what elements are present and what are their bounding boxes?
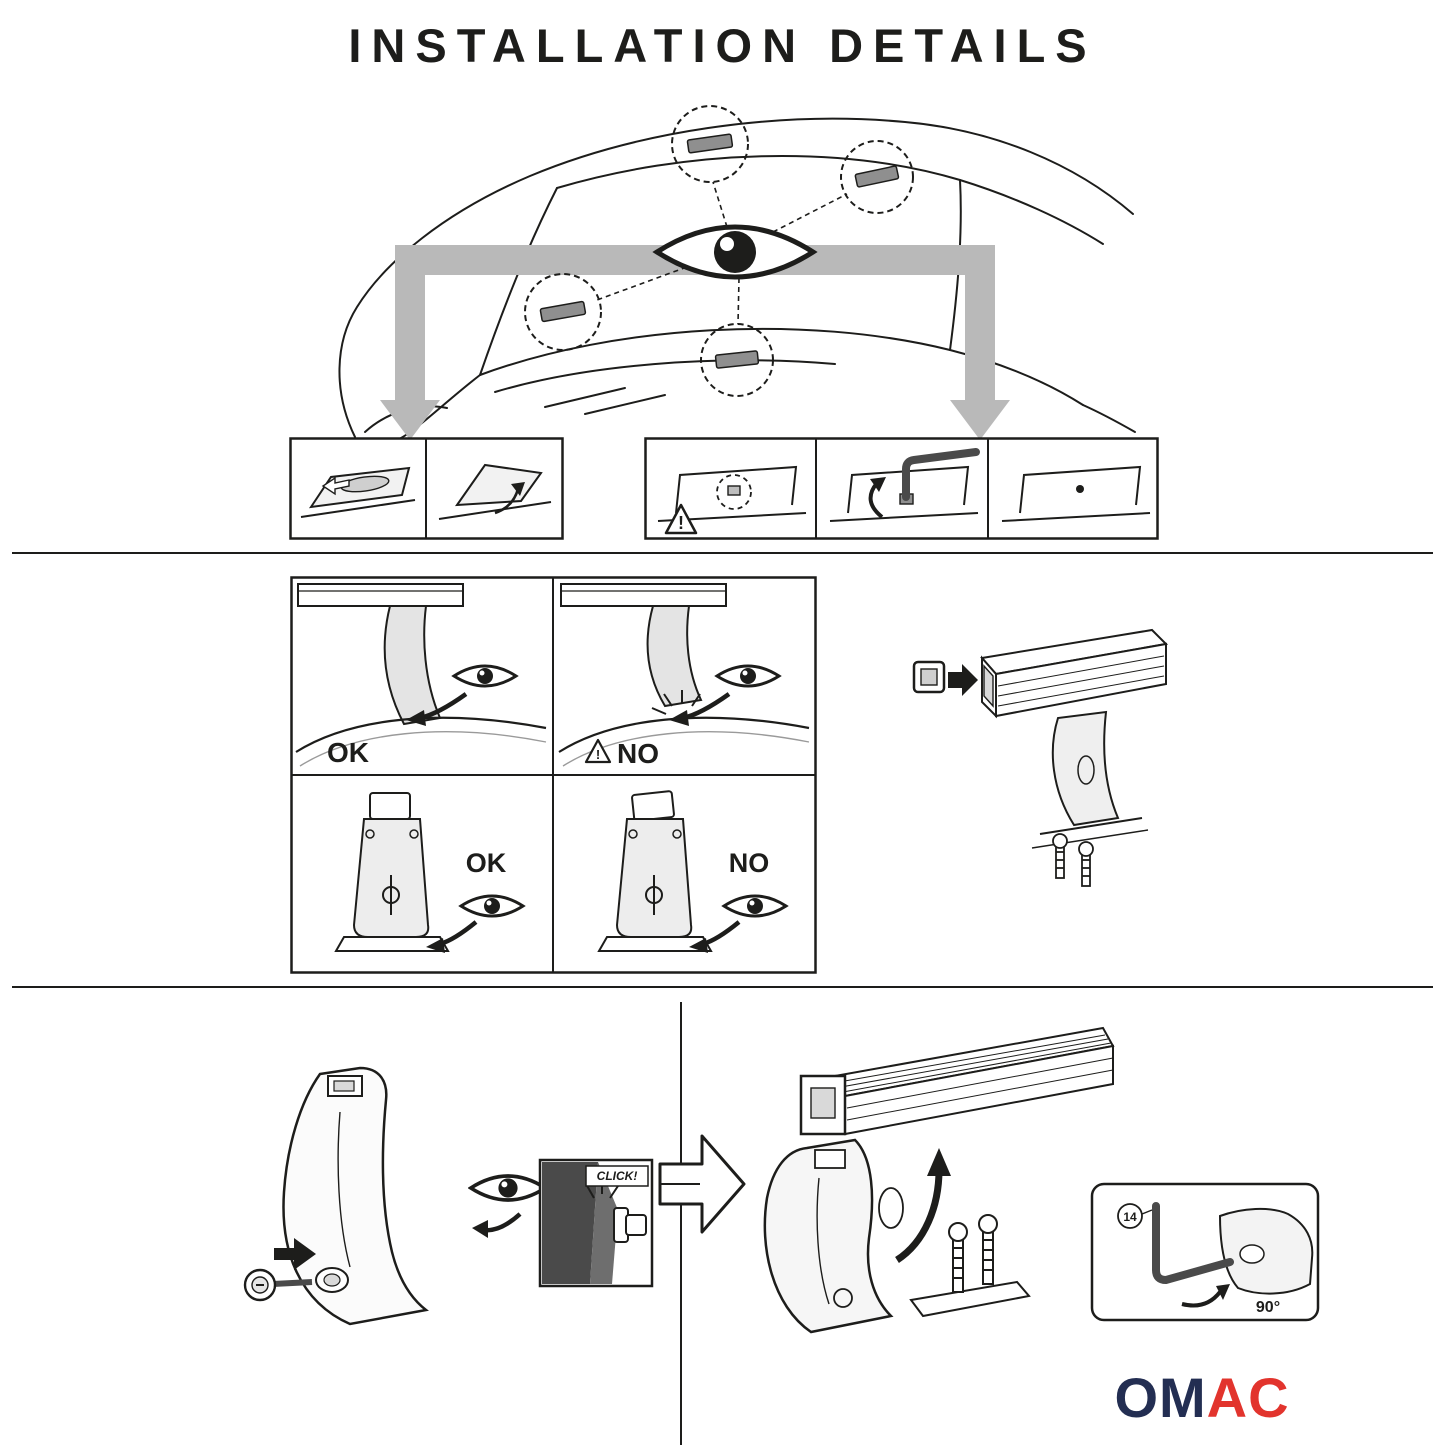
assembled-foot-illustration — [763, 1026, 1115, 1334]
lock-click-detail: CLICK! — [468, 1158, 654, 1288]
brand-logo-right: AC — [1206, 1366, 1290, 1429]
section-divider-1 — [12, 552, 1433, 554]
hex-key-icon — [1152, 1202, 1234, 1285]
angle-label: 90° — [1256, 1299, 1280, 1316]
car-roof-illustration — [338, 105, 1136, 441]
cover-closed-panel — [300, 466, 416, 518]
warning-mark: ! — [678, 513, 684, 533]
mount-bolts — [909, 1214, 1031, 1318]
eye-icon — [721, 894, 789, 918]
fit-no-label: NO — [617, 738, 659, 769]
eye-icon — [451, 664, 519, 688]
hex-key-icon — [902, 448, 980, 501]
torque-detail-box: 14 90° — [1090, 1182, 1320, 1322]
fit-ok-label: OK — [466, 848, 507, 878]
fixpoint-screw-detail-box: ! — [644, 437, 1159, 540]
eye-icon — [714, 664, 782, 688]
foot-body — [282, 1066, 429, 1326]
eye-icon — [652, 224, 818, 280]
insert-arrow — [274, 1238, 316, 1270]
fit-check-grid: OK ! — [290, 576, 817, 974]
warning-icon: ! — [664, 503, 698, 535]
fixpoint-pads — [539, 133, 900, 369]
lock-bolt — [613, 1207, 647, 1243]
warning-icon: ! — [584, 738, 612, 764]
fixpoint-cover-detail-box — [289, 437, 564, 540]
fit-no-label: NO — [729, 848, 770, 878]
fixpoint-circles — [524, 105, 914, 397]
fit-ok-label: OK — [327, 737, 369, 768]
attach-arrow — [895, 1169, 943, 1263]
lock-key — [243, 1268, 313, 1302]
page-title: INSTALLATION DETAILS — [348, 19, 1097, 72]
lock-housing — [542, 1162, 598, 1284]
section-divider-2 — [12, 986, 1433, 988]
fit-front-ok-cell: OK — [334, 792, 526, 953]
brand-logo: OMAC — [1072, 1368, 1332, 1428]
foot-body — [1051, 710, 1120, 827]
warning-mark: ! — [596, 747, 600, 762]
look-direction-band — [380, 245, 1010, 440]
next-step-arrow — [658, 1134, 746, 1234]
crossbar-tube — [980, 628, 1169, 719]
fixpoint-connectors — [596, 181, 848, 325]
cover-open-panel — [438, 463, 552, 520]
eye-icon — [458, 894, 526, 918]
wrench-size-label: 14 — [1123, 1210, 1137, 1224]
fit-front-no-cell: NO — [597, 790, 789, 953]
fit-side-no-cell: ! NO — [558, 583, 810, 769]
foot-body — [763, 1138, 894, 1334]
foot-lock-illustration — [243, 1066, 429, 1326]
turn-arrow — [870, 477, 886, 492]
step-divider — [680, 1002, 682, 1445]
turn-arrow — [1216, 1284, 1230, 1300]
insert-arrow — [948, 664, 978, 696]
foot-body — [1218, 1207, 1314, 1295]
mount-bolts — [1052, 833, 1094, 887]
brand-logo-left: OM — [1114, 1366, 1207, 1429]
fit-side-ok-cell: OK — [295, 583, 547, 768]
click-label: CLICK! — [597, 1169, 638, 1183]
flange-panel — [1001, 465, 1151, 522]
eye-icon — [468, 1174, 549, 1202]
crossbar-endcap-illustration — [912, 628, 1169, 887]
